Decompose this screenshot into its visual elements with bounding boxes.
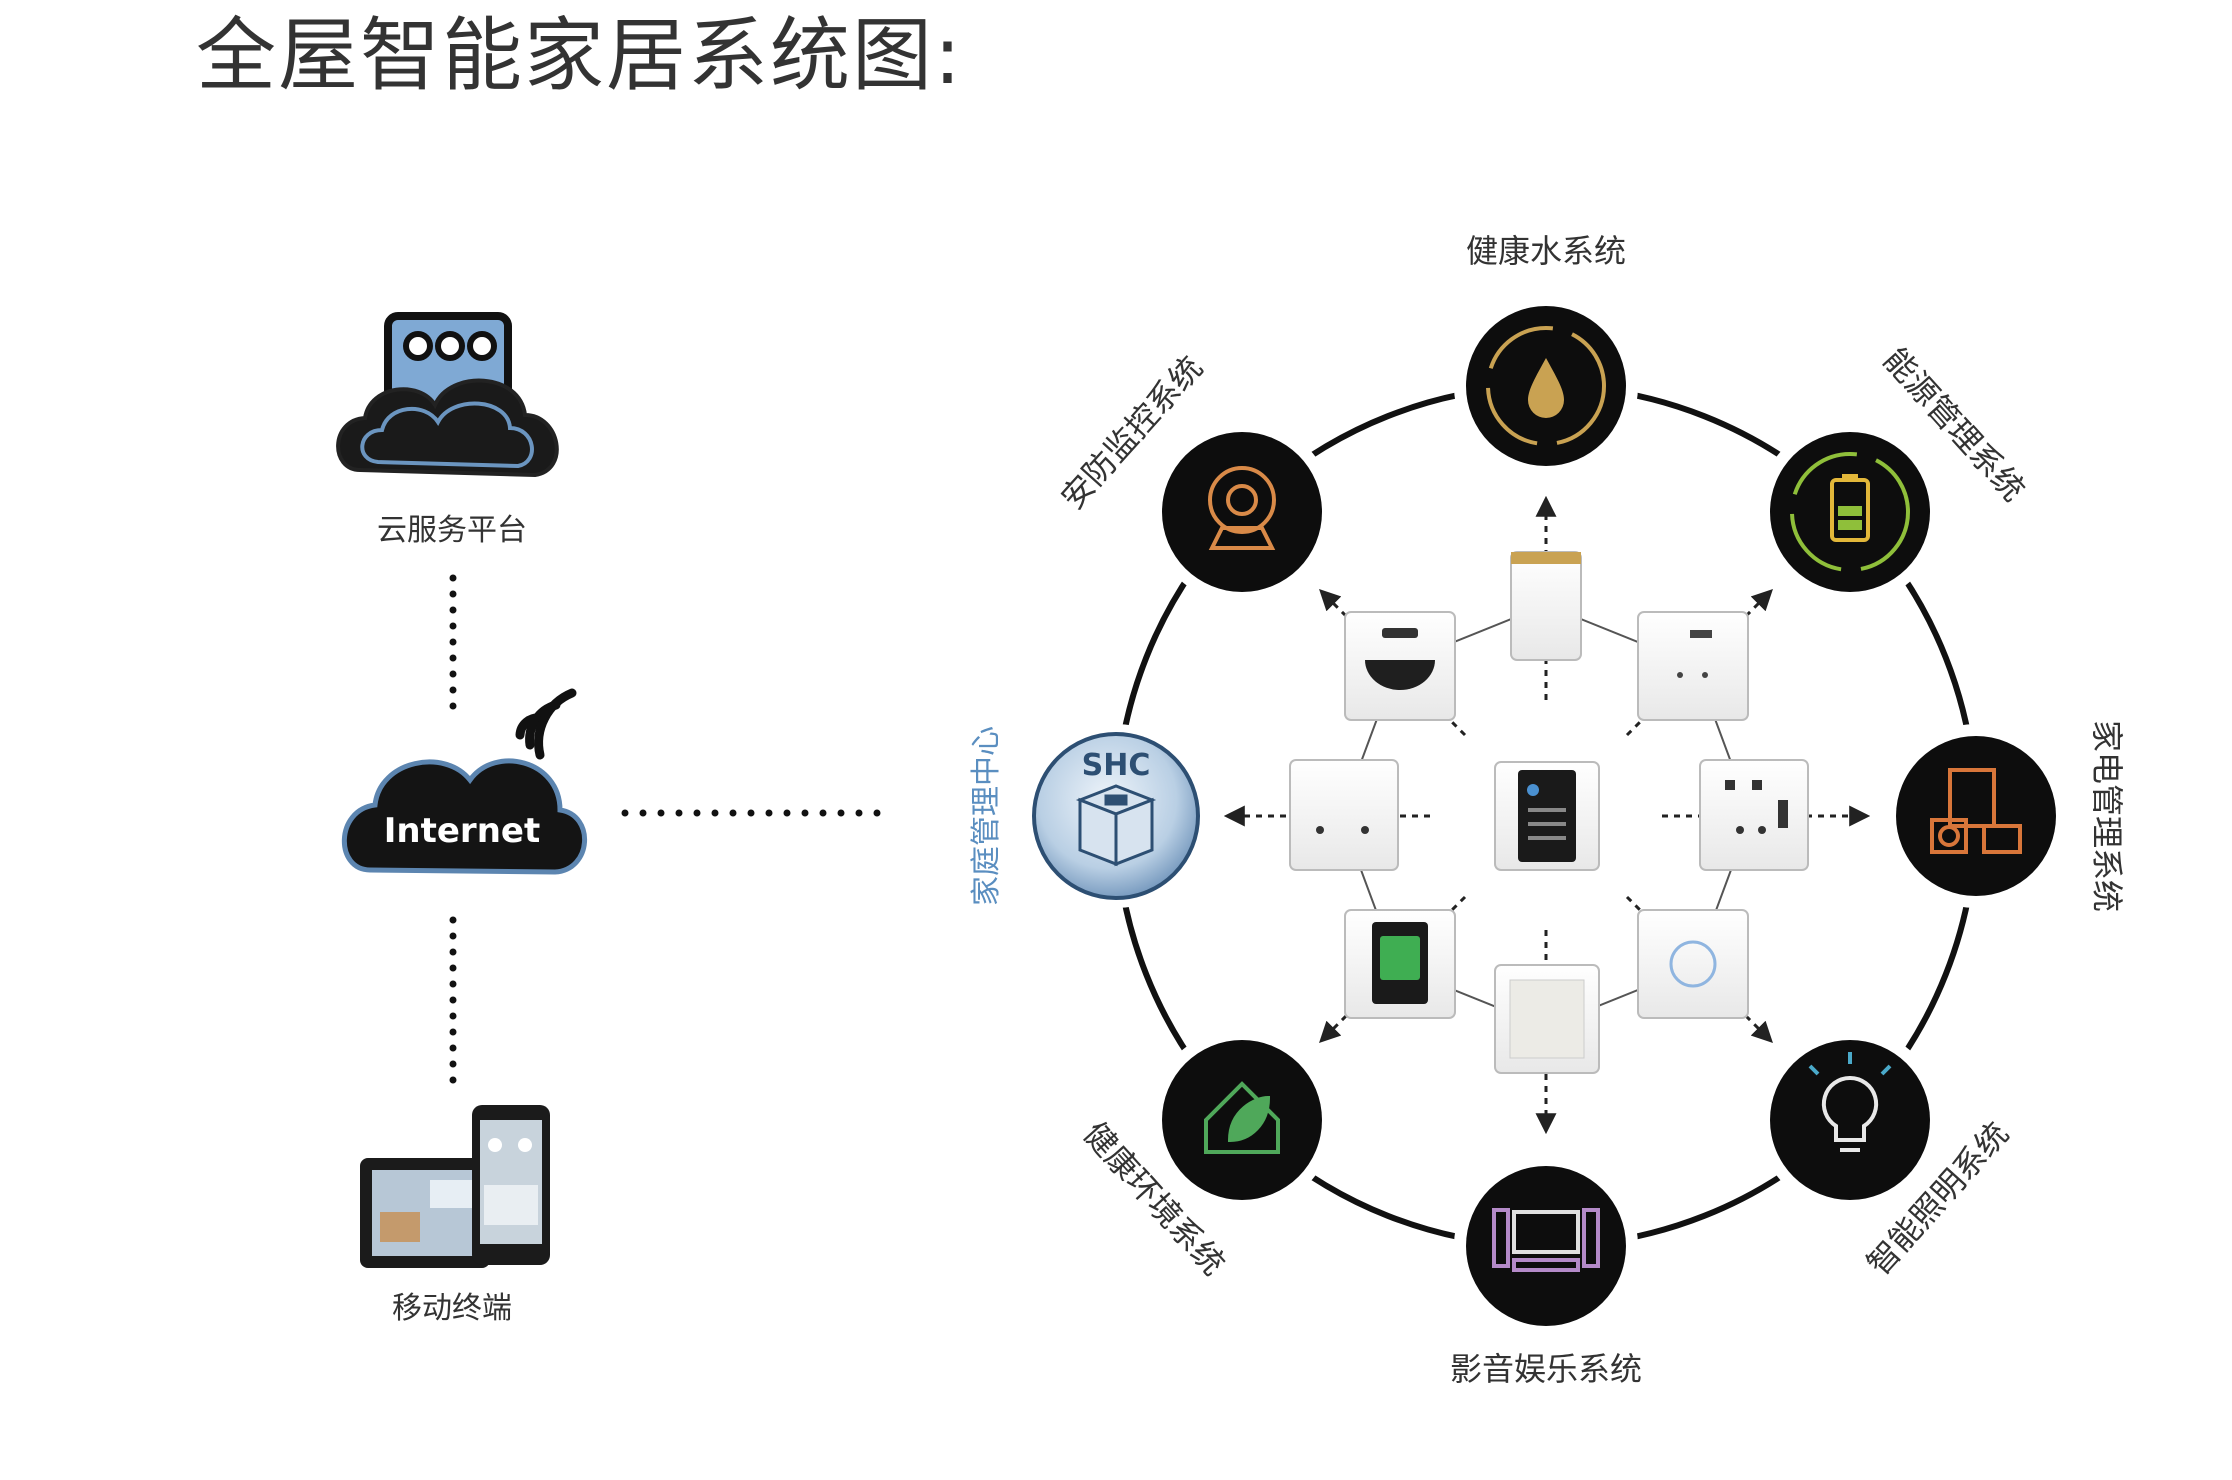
appliance-icon: [1930, 768, 2022, 854]
node-energy: [1758, 420, 1942, 604]
node-environment: [1150, 1028, 1334, 1212]
device-thermostat: [1637, 909, 1749, 1019]
device-control-panel: [1494, 761, 1600, 871]
label-hub: 家庭管理中心: [969, 726, 1004, 906]
label-water: 健康水系统: [1466, 232, 1626, 270]
internet-cloud-icon: [341, 758, 587, 875]
device-sensor-panel: [1494, 964, 1600, 1074]
cloud-server-icon: [336, 312, 559, 478]
node-av: [1454, 1154, 1638, 1338]
device-dome-camera: [1344, 611, 1456, 721]
device-touch-screen: [1344, 909, 1456, 1019]
speaker-tv-icon: [1492, 1208, 1600, 1272]
device-socket-top: [1637, 611, 1749, 721]
node-water: [1454, 294, 1638, 478]
label-appliance: 家电管理系统: [2088, 720, 2126, 912]
water-drop-icon: [1528, 358, 1564, 418]
tablet-phone-icon: [360, 1105, 550, 1268]
camera-icon: [1208, 466, 1276, 550]
cloud-platform-label: 云服务平台: [377, 513, 527, 548]
node-appliance: [1884, 724, 2068, 908]
light-bulb-icon: [1808, 1052, 1892, 1152]
device-panels: [1289, 551, 1809, 1074]
device-switch-left: [1289, 759, 1399, 871]
label-av: 影音娱乐系统: [1450, 1350, 1642, 1388]
leaf-house-icon: [1204, 1081, 1280, 1154]
node-lighting: [1758, 1028, 1942, 1212]
battery-icon: [1830, 474, 1870, 542]
page-title: 全屋智能家居系统图:: [196, 9, 963, 102]
hub-badge: SHC: [1082, 748, 1151, 783]
device-water-purifier: [1510, 551, 1582, 661]
internet-label: Internet: [384, 811, 540, 851]
wifi-icon: [515, 688, 577, 760]
mobile-terminal-label: 移动终端: [392, 1291, 512, 1326]
device-socket-right: [1699, 759, 1809, 871]
subsystem-nodes: [1024, 294, 2068, 1338]
hub-box-icon: [1075, 784, 1157, 867]
node-security: [1150, 420, 1334, 604]
node-hub: [1024, 724, 1208, 908]
